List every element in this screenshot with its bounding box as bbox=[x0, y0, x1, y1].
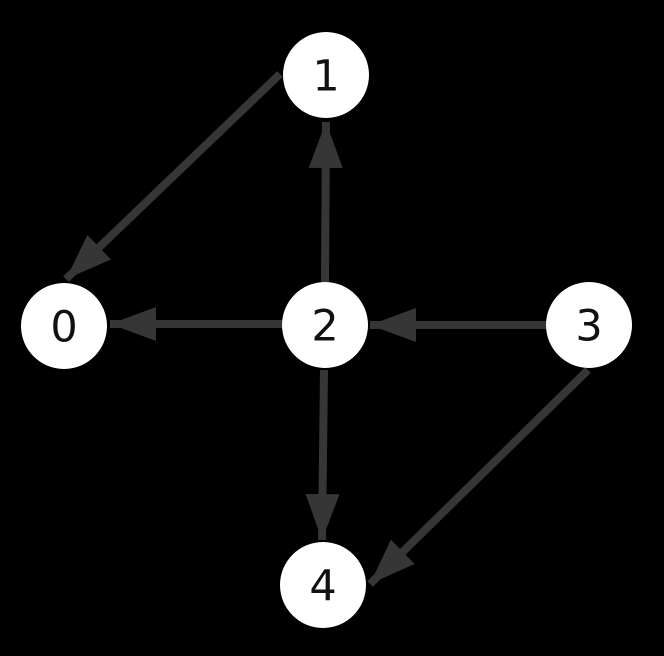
graph-node-1 bbox=[283, 32, 369, 118]
graph-node-3 bbox=[546, 282, 632, 368]
graph-node-0 bbox=[21, 283, 107, 369]
graph-edge-1-to-0 bbox=[63, 71, 283, 282]
node-label-2: 2 bbox=[311, 301, 338, 351]
graph-edge-2-to-4 bbox=[305, 369, 340, 541]
graph-node-4 bbox=[280, 542, 366, 628]
graph-node-2 bbox=[282, 282, 368, 368]
graph-edge-2-to-1 bbox=[308, 121, 343, 283]
node-label-4: 4 bbox=[309, 561, 336, 611]
graph-edge-3-to-4 bbox=[367, 367, 591, 587]
node-label-0: 0 bbox=[50, 302, 77, 352]
node-label-3: 3 bbox=[575, 301, 602, 351]
node-label-1: 1 bbox=[312, 51, 339, 101]
